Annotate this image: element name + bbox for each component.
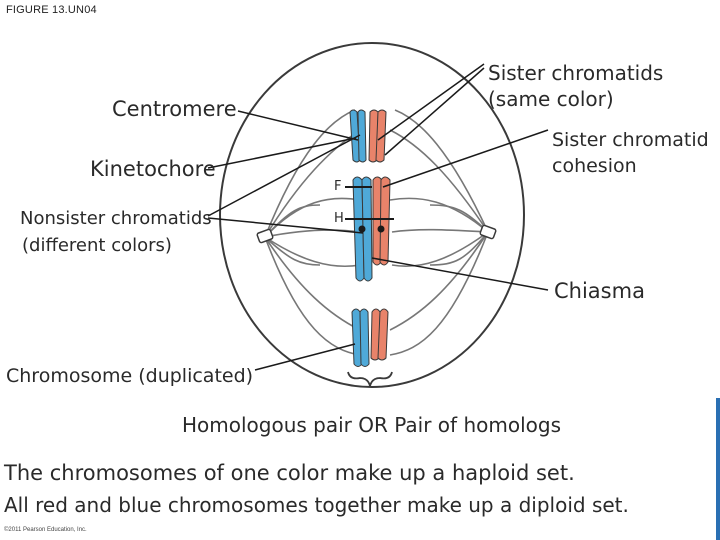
chiasma-label: Chiasma xyxy=(554,279,645,303)
nonsister-label-line2: (different colors) xyxy=(22,235,172,256)
pointer-lines xyxy=(207,63,549,371)
homolog-pair-brace xyxy=(347,371,393,387)
caption-line2: All red and blue chromosomes together ma… xyxy=(4,493,629,517)
chromosome-duplicated-label: Chromosome (duplicated) xyxy=(6,365,253,387)
nonsister-label-line1: Nonsister chromatids xyxy=(20,208,212,229)
caption-line1: The chromosomes of one color make up a h… xyxy=(3,461,575,485)
copyright-notice: ©2011 Pearson Education, Inc. xyxy=(4,527,87,533)
cohesion-label-line1: Sister chromatid xyxy=(552,129,709,151)
sister-chromatids-label-line2: (same color) xyxy=(488,87,614,111)
figure-title: FIGURE 13.UN04 xyxy=(6,4,97,16)
left-centrosome xyxy=(256,228,274,244)
cohesion-label-line2: cohesion xyxy=(552,155,637,177)
right-centrosome xyxy=(479,224,497,240)
middle-homolog-pair xyxy=(345,176,394,282)
homologous-pair-label: Homologous pair OR Pair of homologs xyxy=(182,413,561,437)
spindle-fibers xyxy=(264,109,489,356)
sister-chromatids-label-line1: Sister chromatids xyxy=(488,61,663,85)
top-homolog-pair xyxy=(349,109,387,163)
kinetochore-label: Kinetochore xyxy=(90,157,216,181)
cell-membrane xyxy=(219,42,525,388)
allele-f-label: F xyxy=(334,179,341,194)
centromere-label: Centromere xyxy=(112,97,237,121)
accent-bar xyxy=(716,398,720,540)
bottom-homolog-pair xyxy=(351,308,389,367)
allele-h-label: H xyxy=(334,211,344,226)
